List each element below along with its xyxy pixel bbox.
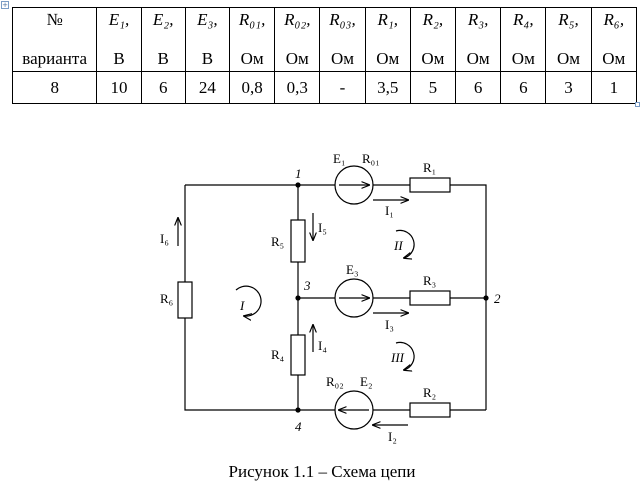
table-cell: 0,3 xyxy=(274,71,321,104)
table-cell: 3 xyxy=(545,71,592,104)
node-4-label: 4 xyxy=(295,419,302,434)
label-r3: R₃ xyxy=(423,273,436,288)
label-i1: I₁ xyxy=(385,203,394,218)
node-3-label: 3 xyxy=(303,278,311,293)
label-e3: E₃ xyxy=(346,262,358,277)
node-4-dot xyxy=(295,407,301,413)
label-i5: I₅ xyxy=(318,220,327,235)
label-r2: R₂ xyxy=(423,385,436,400)
label-r1: R₁ xyxy=(423,160,436,175)
header-cell: R₁,Ом xyxy=(364,7,411,72)
label-r5: R₅ xyxy=(271,234,284,249)
node-3-dot xyxy=(295,295,301,301)
label-e1: E₁ xyxy=(333,151,345,166)
label-e2: E₂ xyxy=(360,374,372,389)
table-cell: 10 xyxy=(96,71,142,104)
resistor-r1 xyxy=(409,177,451,193)
node-2-label: 2 xyxy=(494,291,501,306)
loop-i-arc xyxy=(235,285,262,316)
table-resize-icon[interactable] xyxy=(635,102,640,107)
header-cell: R₆,Ом xyxy=(590,7,638,72)
table-cell: - xyxy=(319,71,366,104)
loop-ii-arc xyxy=(395,229,415,258)
label-r01: R₀₁ xyxy=(362,151,380,166)
loop-iii-label: III xyxy=(390,350,405,365)
header-cell: R₃,Ом xyxy=(455,7,502,72)
resistor-r5 xyxy=(290,219,306,263)
table-row: 8 10 6 24 0,8 0,3 - 3,5 5 6 6 3 1 xyxy=(11,71,638,104)
header-cell: R₄,Ом xyxy=(500,7,547,72)
resistor-r6 xyxy=(177,281,193,319)
source-e2 xyxy=(334,390,374,430)
label-i4: I₄ xyxy=(318,338,327,353)
wire-top-right xyxy=(373,184,487,410)
source-e1 xyxy=(334,165,374,205)
loop-iii-arc xyxy=(395,341,415,370)
resistor-r4 xyxy=(290,334,306,376)
label-r02: R₀₂ xyxy=(326,374,344,389)
header-cell: R₀₃,Ом xyxy=(319,7,366,72)
node-1-label: 1 xyxy=(295,166,302,181)
table-cell: 8 xyxy=(11,71,98,104)
header-cell: R₅,Ом xyxy=(545,7,592,72)
resistor-r2 xyxy=(409,402,451,418)
source-e3 xyxy=(334,278,374,318)
label-r6: R₆ xyxy=(160,291,173,306)
table-cell: 6 xyxy=(455,71,502,104)
label-i6: I₆ xyxy=(160,231,169,246)
table-cell: 3,5 xyxy=(364,71,411,104)
header-cell: R₀₂,Ом xyxy=(274,7,321,72)
loop-i-label: I xyxy=(239,298,245,313)
label-r4: R₄ xyxy=(271,347,285,362)
table-anchor-icon[interactable]: + xyxy=(1,1,9,9)
table-cell: 6 xyxy=(500,71,547,104)
table-cell: 1 xyxy=(590,71,638,104)
wire-left xyxy=(184,185,335,411)
label-i2: I₂ xyxy=(388,429,397,444)
node-1-dot xyxy=(295,182,301,188)
table-cell: 24 xyxy=(184,71,231,104)
label-i3: I₃ xyxy=(385,317,394,332)
loop-ii-label: II xyxy=(393,238,403,253)
figure-caption: Рисунок 1.1 – Схема цепи xyxy=(228,462,416,481)
node-2-dot xyxy=(483,295,489,301)
resistor-r3 xyxy=(409,290,451,306)
